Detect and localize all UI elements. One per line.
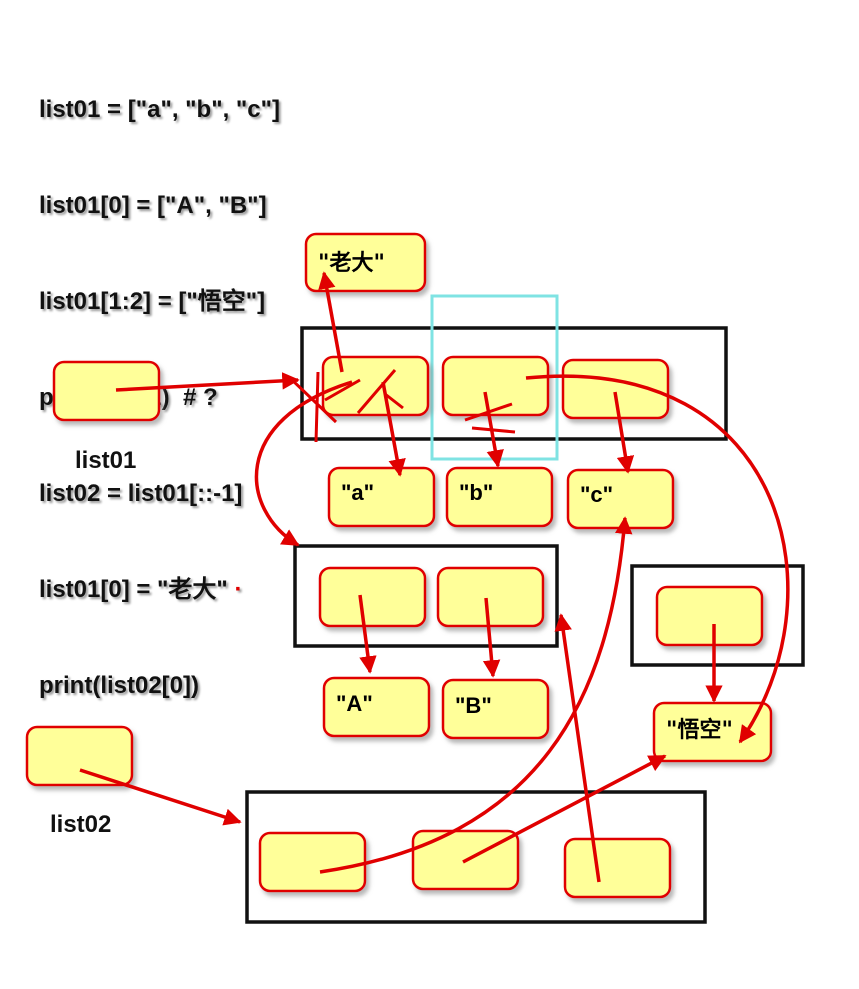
- wukong-list-cell-0: [655, 585, 764, 647]
- value-A-box: [322, 676, 431, 738]
- value-c-text: "c": [580, 482, 613, 507]
- code-line-2: list01[0] = ["A", "B"]: [39, 192, 267, 219]
- inner-list-ab-cell-1: [436, 566, 545, 628]
- arrow-list02-to-list: [79, 768, 242, 826]
- list01-cell-0: [321, 355, 430, 417]
- cross-mark-list01-link: [288, 371, 338, 443]
- list02-variable-label: list02: [50, 811, 111, 838]
- list02-cell-2: [563, 837, 672, 899]
- code-listing: list01 = ["a", "b", "c"] list01[0] = ["A…: [39, 30, 280, 734]
- value-wukong-box: [652, 701, 773, 763]
- arrow-inner1-to-B: [482, 597, 501, 678]
- code-line-1: list01 = ["a", "b", "c"]: [39, 96, 281, 123]
- value-b-text: "b": [459, 480, 493, 505]
- inner-list-ab-cell-0: [318, 566, 427, 628]
- list02-cell-0: [258, 831, 367, 893]
- wukong-list-frame: [630, 564, 805, 667]
- arrow-list02-cell2-to-inner-list: [554, 613, 601, 883]
- list01-cell-2: [561, 358, 670, 420]
- arrow-list02-cell0-to-c: [319, 516, 633, 874]
- cross-mark-cell1: [464, 402, 516, 434]
- arrow-cell0-to-a-crossed: [381, 381, 406, 477]
- arrow-list01-to-list: [115, 372, 300, 392]
- arrow-cell1-to-wukong: [525, 374, 790, 744]
- list02-variable-box: [25, 725, 134, 787]
- code-line-5: list02 = list01[::-1]: [39, 480, 243, 507]
- arrow-inner0-to-A: [358, 594, 377, 674]
- value-a-box: [327, 466, 436, 528]
- value-a-text: "a": [341, 480, 374, 505]
- list02-object-frame: [245, 790, 707, 924]
- value-laoda-text: "老大": [318, 251, 385, 276]
- list01-variable-box: [52, 360, 161, 422]
- list01-object-frame: [300, 326, 728, 441]
- list01-cell-1: [441, 355, 550, 417]
- code-line-6-text: list01[0] = "老大": [39, 576, 228, 603]
- arrow-cell0-to-laoda: [318, 271, 344, 373]
- code-line-3: list01[1:2] = ["悟空"]: [39, 288, 266, 315]
- red-dot-marker: ·: [227, 576, 243, 603]
- code-line-6: list01[0] = "老大" ·: [39, 574, 280, 606]
- value-b-box: [445, 466, 554, 528]
- value-A-text: "A": [336, 691, 373, 716]
- list01-variable-label: list01: [75, 447, 136, 474]
- value-wukong-text: "悟空": [666, 717, 733, 743]
- inner-list-ab-frame: [293, 544, 559, 648]
- value-B-box: [441, 678, 550, 740]
- value-laoda-box: [304, 232, 427, 293]
- code-line-7: print(list02[0]): [39, 672, 200, 699]
- arrow-list02-cell1-to-wukong: [462, 754, 667, 864]
- value-B-text: "B": [455, 693, 492, 718]
- arrow-cell2-to-c: [613, 391, 635, 474]
- cross-mark-cell0: [324, 369, 404, 414]
